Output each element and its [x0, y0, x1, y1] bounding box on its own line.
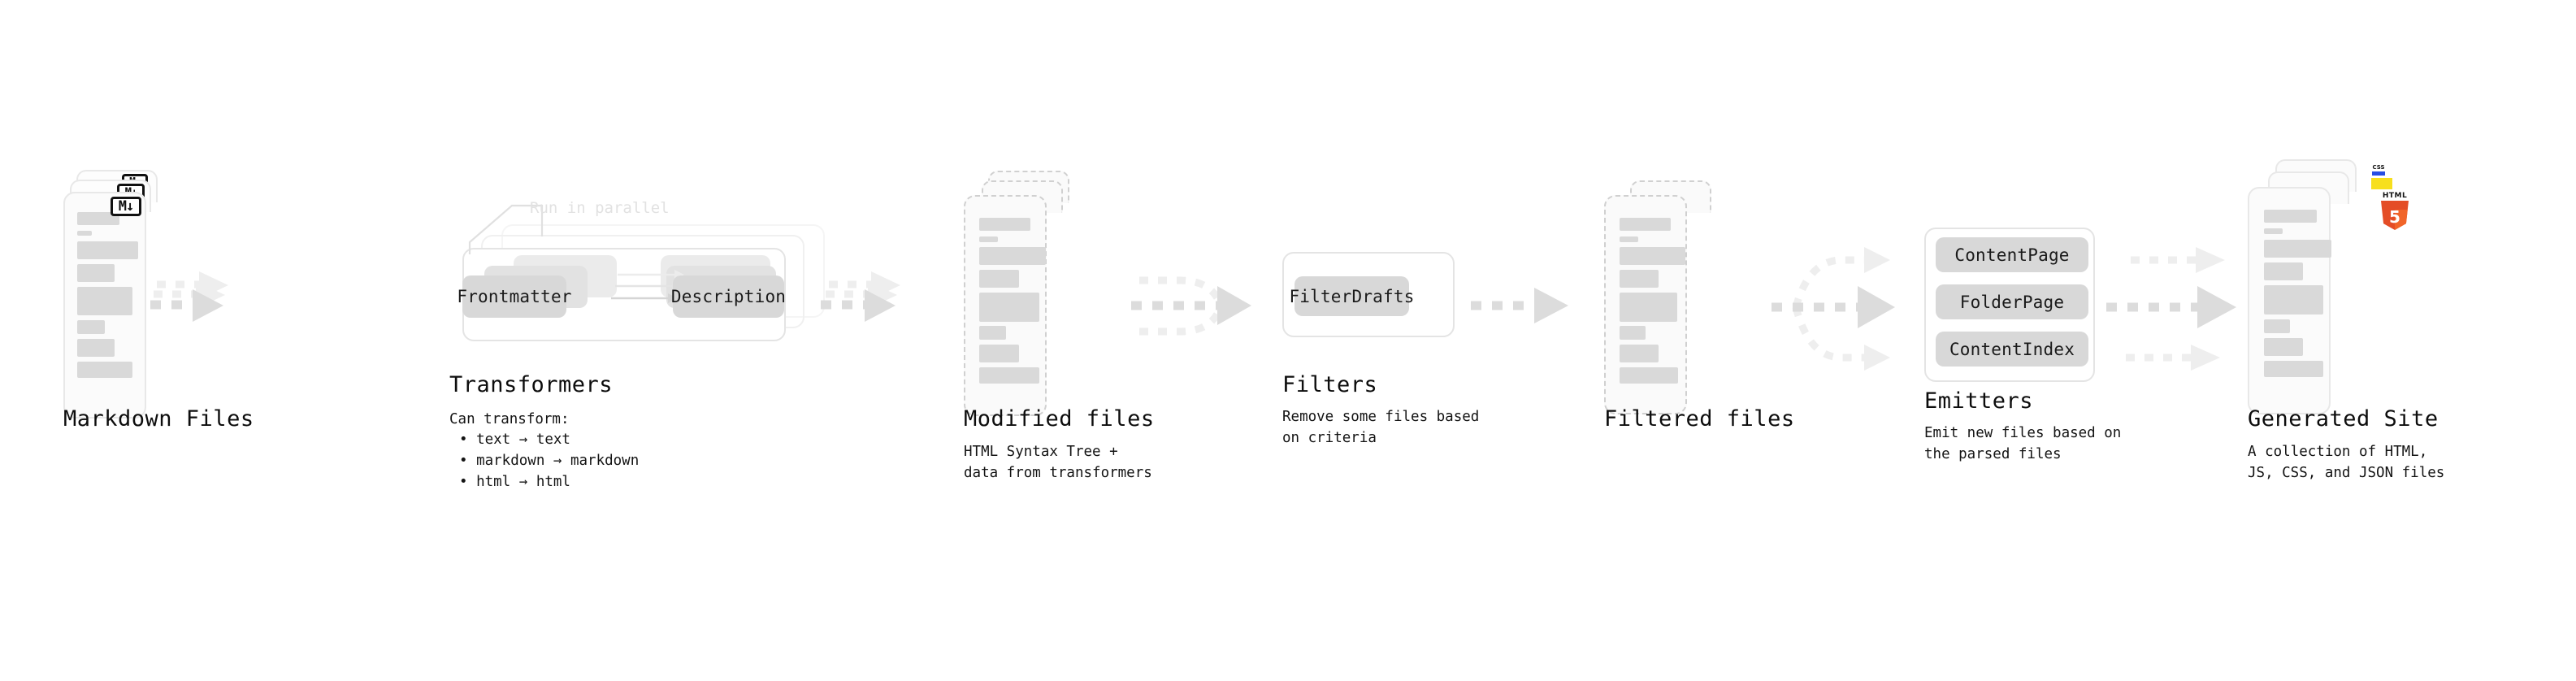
run-in-parallel-bracket	[468, 204, 544, 254]
stage-title-markdown-files: Markdown Files	[63, 406, 254, 432]
connector-transformers-to-modified	[821, 271, 900, 322]
card-bar	[1620, 247, 1685, 265]
connector-filtered-to-emitters	[1772, 247, 1895, 371]
modified-card-front	[964, 195, 1047, 416]
card-bar	[77, 339, 115, 357]
markdown-card-front-body	[63, 192, 146, 419]
chip-filterdrafts[interactable]: FilterDrafts	[1289, 276, 1414, 316]
card-bar	[2264, 240, 2331, 258]
stage-title-emitters: Emitters	[1924, 388, 2034, 414]
card-bar	[77, 362, 132, 378]
card-bar	[979, 236, 998, 242]
card-bar	[979, 247, 1046, 265]
card-bar	[979, 326, 1006, 340]
card-bar	[2264, 338, 2303, 356]
transformers-bullet-1: • markdown → markdown	[459, 453, 640, 469]
card-bar	[1620, 236, 1638, 242]
card-bar	[77, 241, 138, 259]
card-bar	[2264, 228, 2283, 234]
stage-desc-modified-files: HTML Syntax Tree + data from transformer…	[964, 444, 1152, 481]
connector-md-to-transformers	[150, 271, 228, 322]
card-bar	[1620, 326, 1646, 340]
html5-shield: 5	[2381, 201, 2409, 230]
connector-modified-to-filters	[1131, 276, 1251, 336]
card-bar	[1620, 293, 1677, 322]
css3-logo: CSS	[2372, 165, 2385, 176]
stage-desc-emitters: Emit new files based on the parsed files	[1924, 425, 2122, 462]
stage-desc-generated-site: A collection of HTML, JS, CSS, and JSON …	[2248, 444, 2445, 481]
stage-title-transformers: Transformers	[449, 372, 614, 397]
html5-number: 5	[2389, 207, 2400, 227]
card-bar	[1620, 367, 1678, 384]
filtered-card-front	[1604, 195, 1687, 414]
card-bar	[1620, 218, 1671, 231]
card-bar	[1620, 345, 1659, 362]
card-bar	[77, 320, 105, 334]
stage-title-filtered-files: Filtered files	[1604, 406, 1795, 432]
stage-desc-filters: Remove some files based on criteria	[1282, 409, 1480, 446]
card-bar	[979, 218, 1030, 231]
stage-title-modified-files: Modified files	[964, 406, 1155, 432]
card-bar	[979, 270, 1019, 288]
card-bar	[979, 367, 1039, 384]
stage-title-filters: Filters	[1282, 372, 1378, 397]
card-bar	[2264, 361, 2323, 377]
site-card-front	[2248, 187, 2331, 414]
chip-frontmatter[interactable]: Frontmatter	[457, 275, 571, 318]
chip-contentpage[interactable]: ContentPage	[1936, 237, 2088, 272]
stage-title-generated-site: Generated Site	[2248, 406, 2439, 432]
card-bar	[979, 345, 1019, 362]
javascript-logo	[2371, 178, 2392, 189]
card-bar	[979, 293, 1039, 322]
card-bar	[2264, 262, 2303, 280]
run-in-parallel-label: Run in parallel	[530, 199, 670, 217]
card-bar	[1620, 270, 1659, 288]
chip-contentindex[interactable]: ContentIndex	[1936, 332, 2088, 367]
connector-emitters-to-site	[2106, 247, 2236, 371]
card-bar	[2264, 319, 2290, 333]
card-bar	[2264, 285, 2323, 314]
card-bar	[77, 212, 119, 225]
connector-filters-to-filtered	[1471, 288, 1568, 323]
html5-logo: HTML 5	[2381, 192, 2409, 231]
chip-folderpage[interactable]: FolderPage	[1936, 284, 2088, 319]
card-bar	[2264, 210, 2317, 223]
stage-desc-transformers: Can transform:	[449, 411, 570, 427]
chip-description[interactable]: Description	[671, 275, 786, 318]
transformers-bullet-0: • text → text	[459, 432, 570, 448]
transformers-bullet-2: • html → html	[459, 474, 570, 490]
card-bar	[77, 264, 115, 282]
html5-word: HTML	[2382, 192, 2408, 200]
card-bar	[77, 287, 132, 315]
card-bar	[77, 231, 92, 236]
markdown-logo-front: M↓	[111, 197, 141, 216]
